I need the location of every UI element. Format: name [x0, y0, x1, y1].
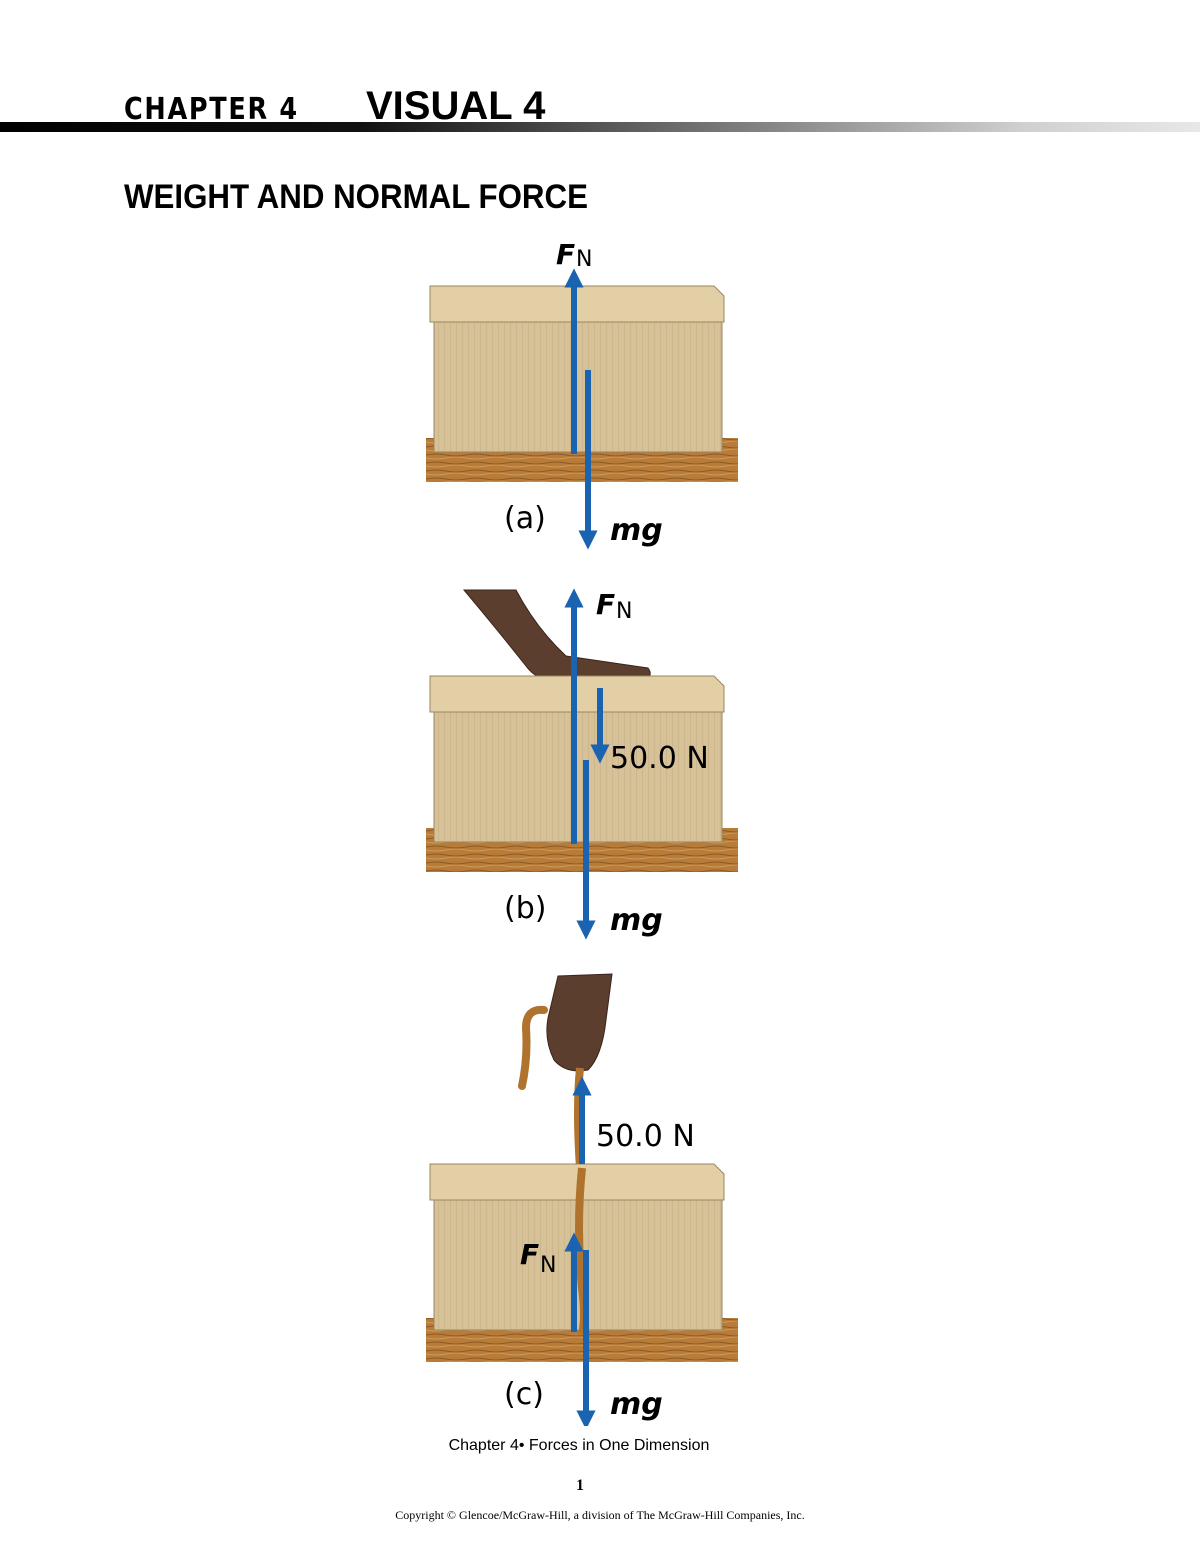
normal-force-subscript: N — [616, 599, 632, 624]
weight-label: mg — [610, 1387, 663, 1422]
panel-a: F N (a) mg — [426, 238, 738, 550]
panel-b: F N 50.0 N (b) mg — [426, 588, 738, 940]
header-rule — [0, 122, 1200, 132]
visual-label: VISUAL 4 — [366, 84, 546, 128]
normal-force-label: F — [556, 238, 575, 271]
panel-label: (b) — [504, 891, 546, 926]
panel-label: (c) — [504, 1377, 544, 1412]
figure-caption: Chapter 4• Forces in One Dimension — [448, 1437, 710, 1454]
hand-pulling-icon — [546, 973, 613, 1072]
panel-label: (a) — [504, 501, 546, 536]
applied-force-label: 50.0 N — [596, 1119, 695, 1154]
applied-force-label: 50.0 N — [610, 741, 709, 776]
box-body — [433, 315, 723, 453]
panel-c: 50.0 N F N (c) mg — [426, 973, 738, 1430]
normal-force-subscript: N — [576, 247, 592, 272]
page-number: 1 — [576, 1477, 584, 1494]
force-figure: F N (a) mg F N 50.0 N (b) mg 50.0 N F N … — [426, 228, 738, 1430]
chapter-label: CHAPTER 4 — [124, 92, 299, 127]
normal-force-subscript: N — [540, 1253, 556, 1278]
copyright-notice: Copyright © Glencoe/McGraw-Hill, a divis… — [395, 1508, 805, 1522]
normal-force-label: F — [596, 588, 615, 621]
rope-end-icon — [518, 1005, 548, 1090]
force-diagram: F N (a) mg F N 50.0 N (b) mg 50.0 N F N … — [426, 238, 738, 1430]
weight-label: mg — [610, 513, 663, 548]
section-title: WEIGHT AND NORMAL FORCE — [124, 178, 588, 216]
weight-label: mg — [610, 903, 663, 938]
normal-force-label: F — [520, 1238, 539, 1271]
